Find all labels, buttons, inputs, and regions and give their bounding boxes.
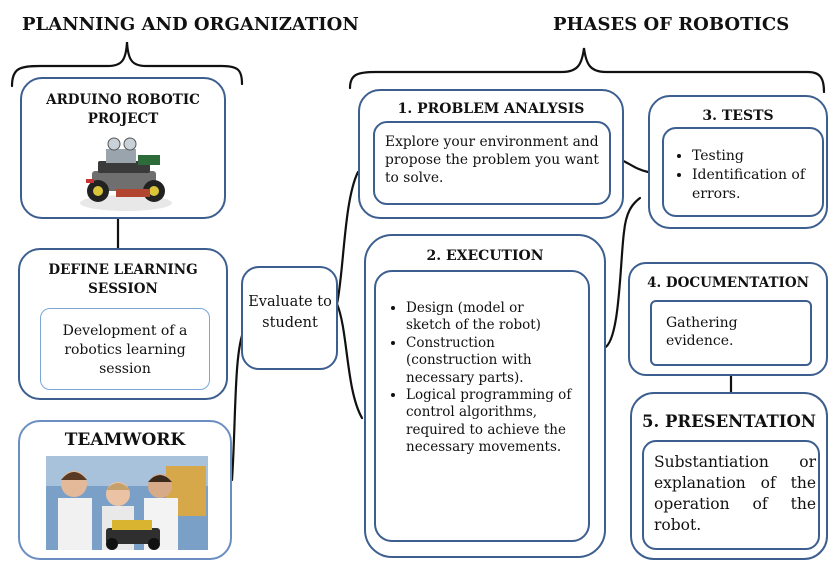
robot-image bbox=[80, 137, 172, 211]
evaluate-box: Evaluate to student bbox=[241, 266, 338, 370]
execution-item-construction: Construction (construction with necessar… bbox=[406, 335, 572, 387]
execution-title: 2. EXECUTION bbox=[426, 248, 544, 264]
execution-item-programming: Logical programming of control algorithm… bbox=[406, 387, 572, 457]
tests-item-identification: Identification of errors. bbox=[692, 166, 810, 204]
execution-box: 2. EXECUTION Design (model or sketch of … bbox=[364, 234, 606, 558]
documentation-box: 4. DOCUMENTATION Gathering evidence. bbox=[628, 262, 828, 376]
connector-evaluate-phases bbox=[335, 170, 364, 420]
problem-analysis-inner: Explore your environment and propose the… bbox=[373, 121, 611, 205]
evaluate-text: Evaluate to student bbox=[248, 294, 332, 331]
define-session-text: Development of a robotics learning sessi… bbox=[62, 323, 188, 377]
presentation-inner: Substantiation or explanation of the ope… bbox=[642, 440, 820, 550]
teamwork-title: TEAMWORK bbox=[64, 430, 186, 450]
execution-item-design: Design (model or sketch of the robot) bbox=[406, 300, 572, 335]
execution-inner: Design (model or sketch of the robot) Co… bbox=[374, 270, 590, 542]
arduino-project-title: ARDUINO ROBOTIC PROJECT bbox=[46, 92, 200, 127]
presentation-title: 5. PRESENTATION bbox=[642, 412, 816, 431]
tests-title: 3. TESTS bbox=[702, 108, 774, 124]
connector-execution-tests bbox=[602, 196, 642, 350]
execution-list: Design (model or sketch of the robot) Co… bbox=[384, 300, 572, 457]
presentation-box: 5. PRESENTATION Substantiation or explan… bbox=[630, 392, 828, 560]
define-session-box: DEFINE LEARNING SESSION Development of a… bbox=[18, 248, 228, 400]
tests-list: Testing Identification of errors. bbox=[670, 147, 810, 204]
teamwork-box: TEAMWORK bbox=[18, 420, 232, 560]
define-session-inner: Development of a robotics learning sessi… bbox=[40, 308, 210, 390]
documentation-inner: Gathering evidence. bbox=[650, 300, 812, 366]
define-session-title: DEFINE LEARNING SESSION bbox=[48, 262, 198, 297]
problem-analysis-text: Explore your environment and propose the… bbox=[385, 134, 599, 186]
heading-planning: PLANNING AND ORGANIZATION bbox=[22, 14, 359, 35]
documentation-text: Gathering evidence. bbox=[666, 315, 738, 349]
problem-analysis-box: 1. PROBLEM ANALYSIS Explore your environ… bbox=[358, 89, 624, 219]
arduino-project-box: ARDUINO ROBOTIC PROJECT bbox=[20, 77, 226, 219]
teamwork-photo bbox=[46, 456, 208, 550]
tests-box: 3. TESTS Testing Identification of error… bbox=[648, 95, 828, 229]
problem-analysis-title: 1. PROBLEM ANALYSIS bbox=[397, 101, 585, 117]
heading-phases: PHASES OF ROBOTICS bbox=[553, 14, 790, 35]
left-brace bbox=[10, 41, 244, 88]
tests-item-testing: Testing bbox=[692, 147, 810, 166]
right-brace bbox=[348, 47, 826, 94]
documentation-title: 4. DOCUMENTATION bbox=[647, 275, 809, 291]
presentation-text: Substantiation or explanation of the ope… bbox=[654, 453, 816, 534]
tests-inner: Testing Identification of errors. bbox=[662, 127, 824, 217]
